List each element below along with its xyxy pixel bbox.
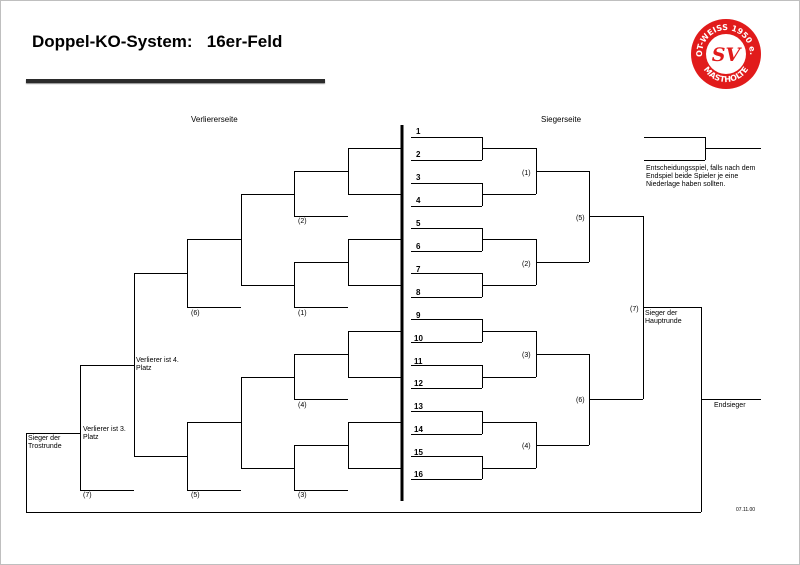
winner-match-6: (6) [576,397,585,404]
seed-1: 1 [416,127,421,136]
third-place-label: Verlierer ist 3. Platz [83,426,126,441]
winner-match-7: (7) [630,306,639,313]
seed-5: 5 [416,219,421,228]
winner-match-5: (5) [576,215,585,222]
seed-7: 7 [416,265,421,274]
loser-match-6: (6) [191,310,200,317]
loser-match-5: (5) [191,492,200,499]
final-winner-label: Endsieger [714,402,746,409]
seed-13: 13 [414,402,423,411]
winner-match-4: (4) [522,443,531,450]
seed-9: 9 [416,311,421,320]
seed-8: 8 [416,288,421,297]
main-round-winner-label: Sieger der Hauptrunde [645,310,682,325]
seed-3: 3 [416,173,421,182]
seed-11: 11 [414,357,423,366]
seed-14: 14 [414,425,423,434]
seed-10: 10 [414,334,423,343]
loser-match-4: (4) [298,402,307,409]
fourth-place-label: Verlierer ist 4. Platz [136,357,179,372]
seed-12: 12 [414,379,423,388]
seed-4: 4 [416,196,421,205]
seed-2: 2 [416,150,421,159]
title-underline [26,79,325,83]
decider-note: Entscheidungsspiel, falls nach dem Endsp… [646,165,756,188]
loser-match-2: (2) [298,218,307,225]
loser-match-7: (7) [83,492,92,499]
seed-16: 16 [414,470,423,479]
club-logo: ROT-WEISS 1950 e.V. MASTHOLTE SV [689,17,761,89]
logo-monogram: SV [712,44,743,66]
page-title: Doppel-KO-System: 16er-Feld [32,32,283,51]
loser-match-3: (3) [298,492,307,499]
seed-6: 6 [416,242,421,251]
winner-side-label: Siegerseite [541,115,582,124]
seed-15: 15 [414,448,423,457]
winner-match-2: (2) [522,261,531,268]
loser-side-label: Verliererseite [191,115,238,124]
loser-match-1: (1) [298,310,307,317]
winner-match-3: (3) [522,352,531,359]
consolation-winner-label: Sieger der Trostrunde [28,435,62,450]
winner-match-1: (1) [522,170,531,177]
date-stamp: 07.11.00 [736,507,756,513]
